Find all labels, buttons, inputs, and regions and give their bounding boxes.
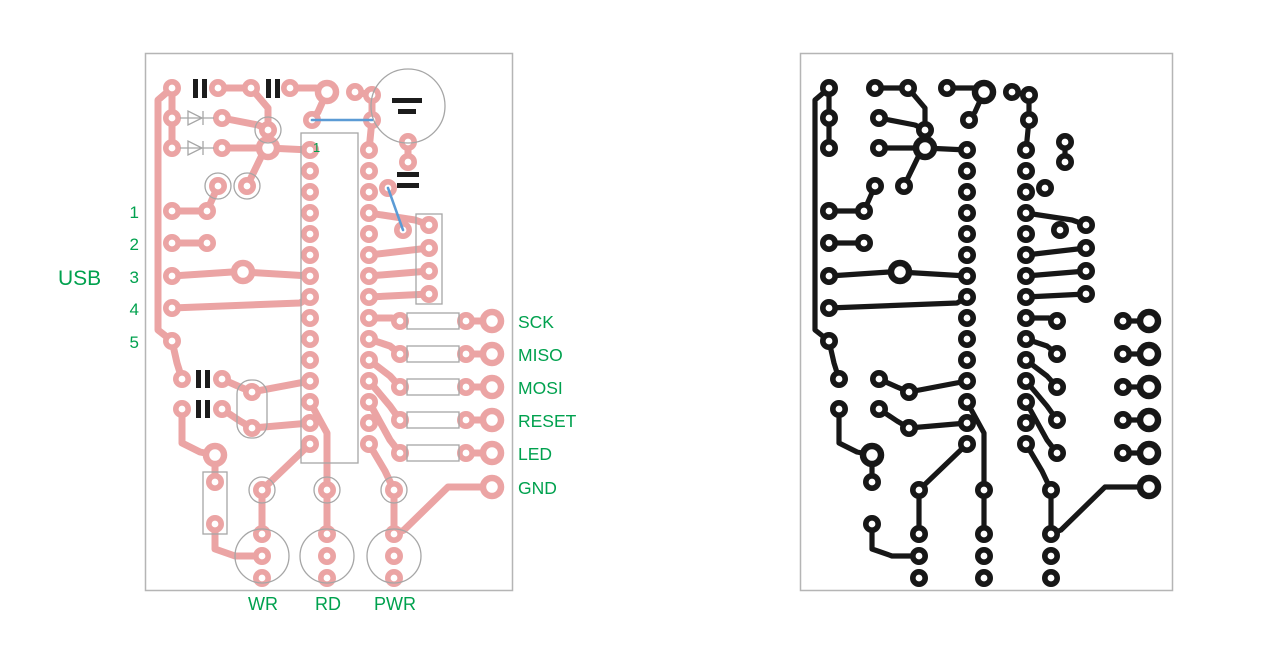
resistor-outline xyxy=(202,471,228,535)
pwr-label: PWR xyxy=(374,594,416,614)
sck-label: SCK xyxy=(518,312,554,332)
usb-pin-1-label: 1 xyxy=(130,203,139,222)
resistor-outline xyxy=(406,345,460,363)
transistor-outline xyxy=(234,528,290,584)
capacitor-outline xyxy=(233,172,261,200)
jumper-wires xyxy=(310,118,405,232)
resistor-outline xyxy=(406,411,460,429)
gnd-label: GND xyxy=(518,478,557,498)
led-label: LED xyxy=(518,444,552,464)
component-outlines xyxy=(180,68,460,584)
wr-label: WR xyxy=(248,594,278,614)
crystal-outline xyxy=(236,379,268,439)
left-board-labels: USB 1 2 3 4 5 SCK MISO MOSI RESET LED GN… xyxy=(58,140,577,614)
pad-ring-outline xyxy=(248,476,276,504)
capacitor-bars xyxy=(193,79,422,418)
rd-label: RD xyxy=(315,594,341,614)
usb-pin-3-label: 3 xyxy=(130,268,139,287)
transistor-outline xyxy=(366,528,422,584)
ic-outline xyxy=(300,132,359,464)
connector-outline xyxy=(415,213,443,305)
pad-ring-outline xyxy=(380,476,408,504)
capacitor-outline xyxy=(204,172,232,200)
miso-label: MISO xyxy=(518,345,563,365)
usb-pin-2-label: 2 xyxy=(130,235,139,254)
pad-ring-outline xyxy=(313,476,341,504)
electrolytic-cap-outline xyxy=(370,68,446,144)
mosi-label: MOSI xyxy=(518,378,563,398)
usb-pin-4-label: 4 xyxy=(130,300,139,319)
ic-pin1-label: 1 xyxy=(313,140,320,155)
resistor-outline xyxy=(406,312,460,330)
reset-label: RESET xyxy=(518,411,577,431)
usb-pin-5-label: 5 xyxy=(130,333,139,352)
diode-outlines xyxy=(180,109,214,157)
usb-label: USB xyxy=(58,267,101,290)
resistor-outline xyxy=(406,444,460,462)
capacitor-outline xyxy=(254,116,282,144)
transistor-outline xyxy=(299,528,355,584)
resistor-outline xyxy=(406,378,460,396)
